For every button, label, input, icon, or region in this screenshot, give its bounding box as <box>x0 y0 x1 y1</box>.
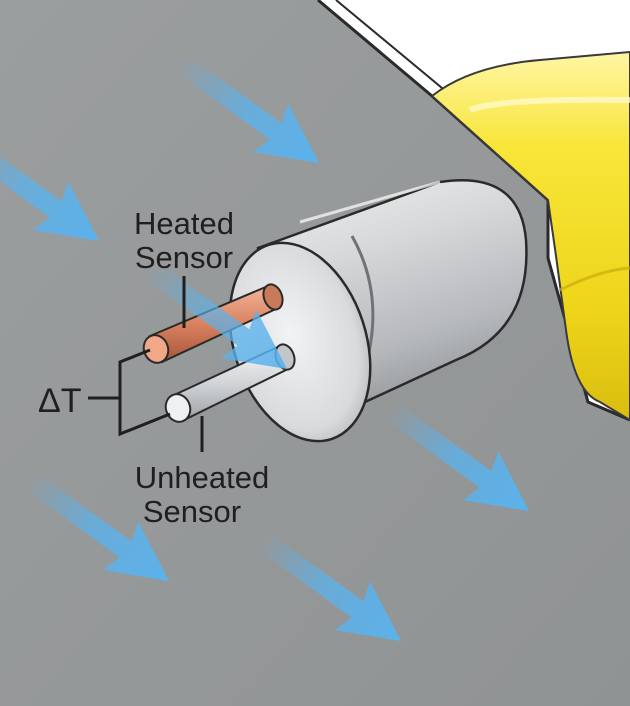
yellow-housing <box>430 50 630 422</box>
housing-highlight <box>468 96 630 113</box>
delta-t-label: ΔT <box>38 382 81 420</box>
housing-ridge <box>559 266 630 292</box>
unheated-label-line1: Unheated <box>135 460 269 495</box>
heated-label-line1: Heated <box>134 206 234 241</box>
probe-highlight <box>299 180 441 224</box>
unheated-label-line2: Sensor <box>143 494 241 529</box>
wall-edge-line <box>317 0 630 422</box>
heated-label-line2: Sensor <box>135 240 233 275</box>
